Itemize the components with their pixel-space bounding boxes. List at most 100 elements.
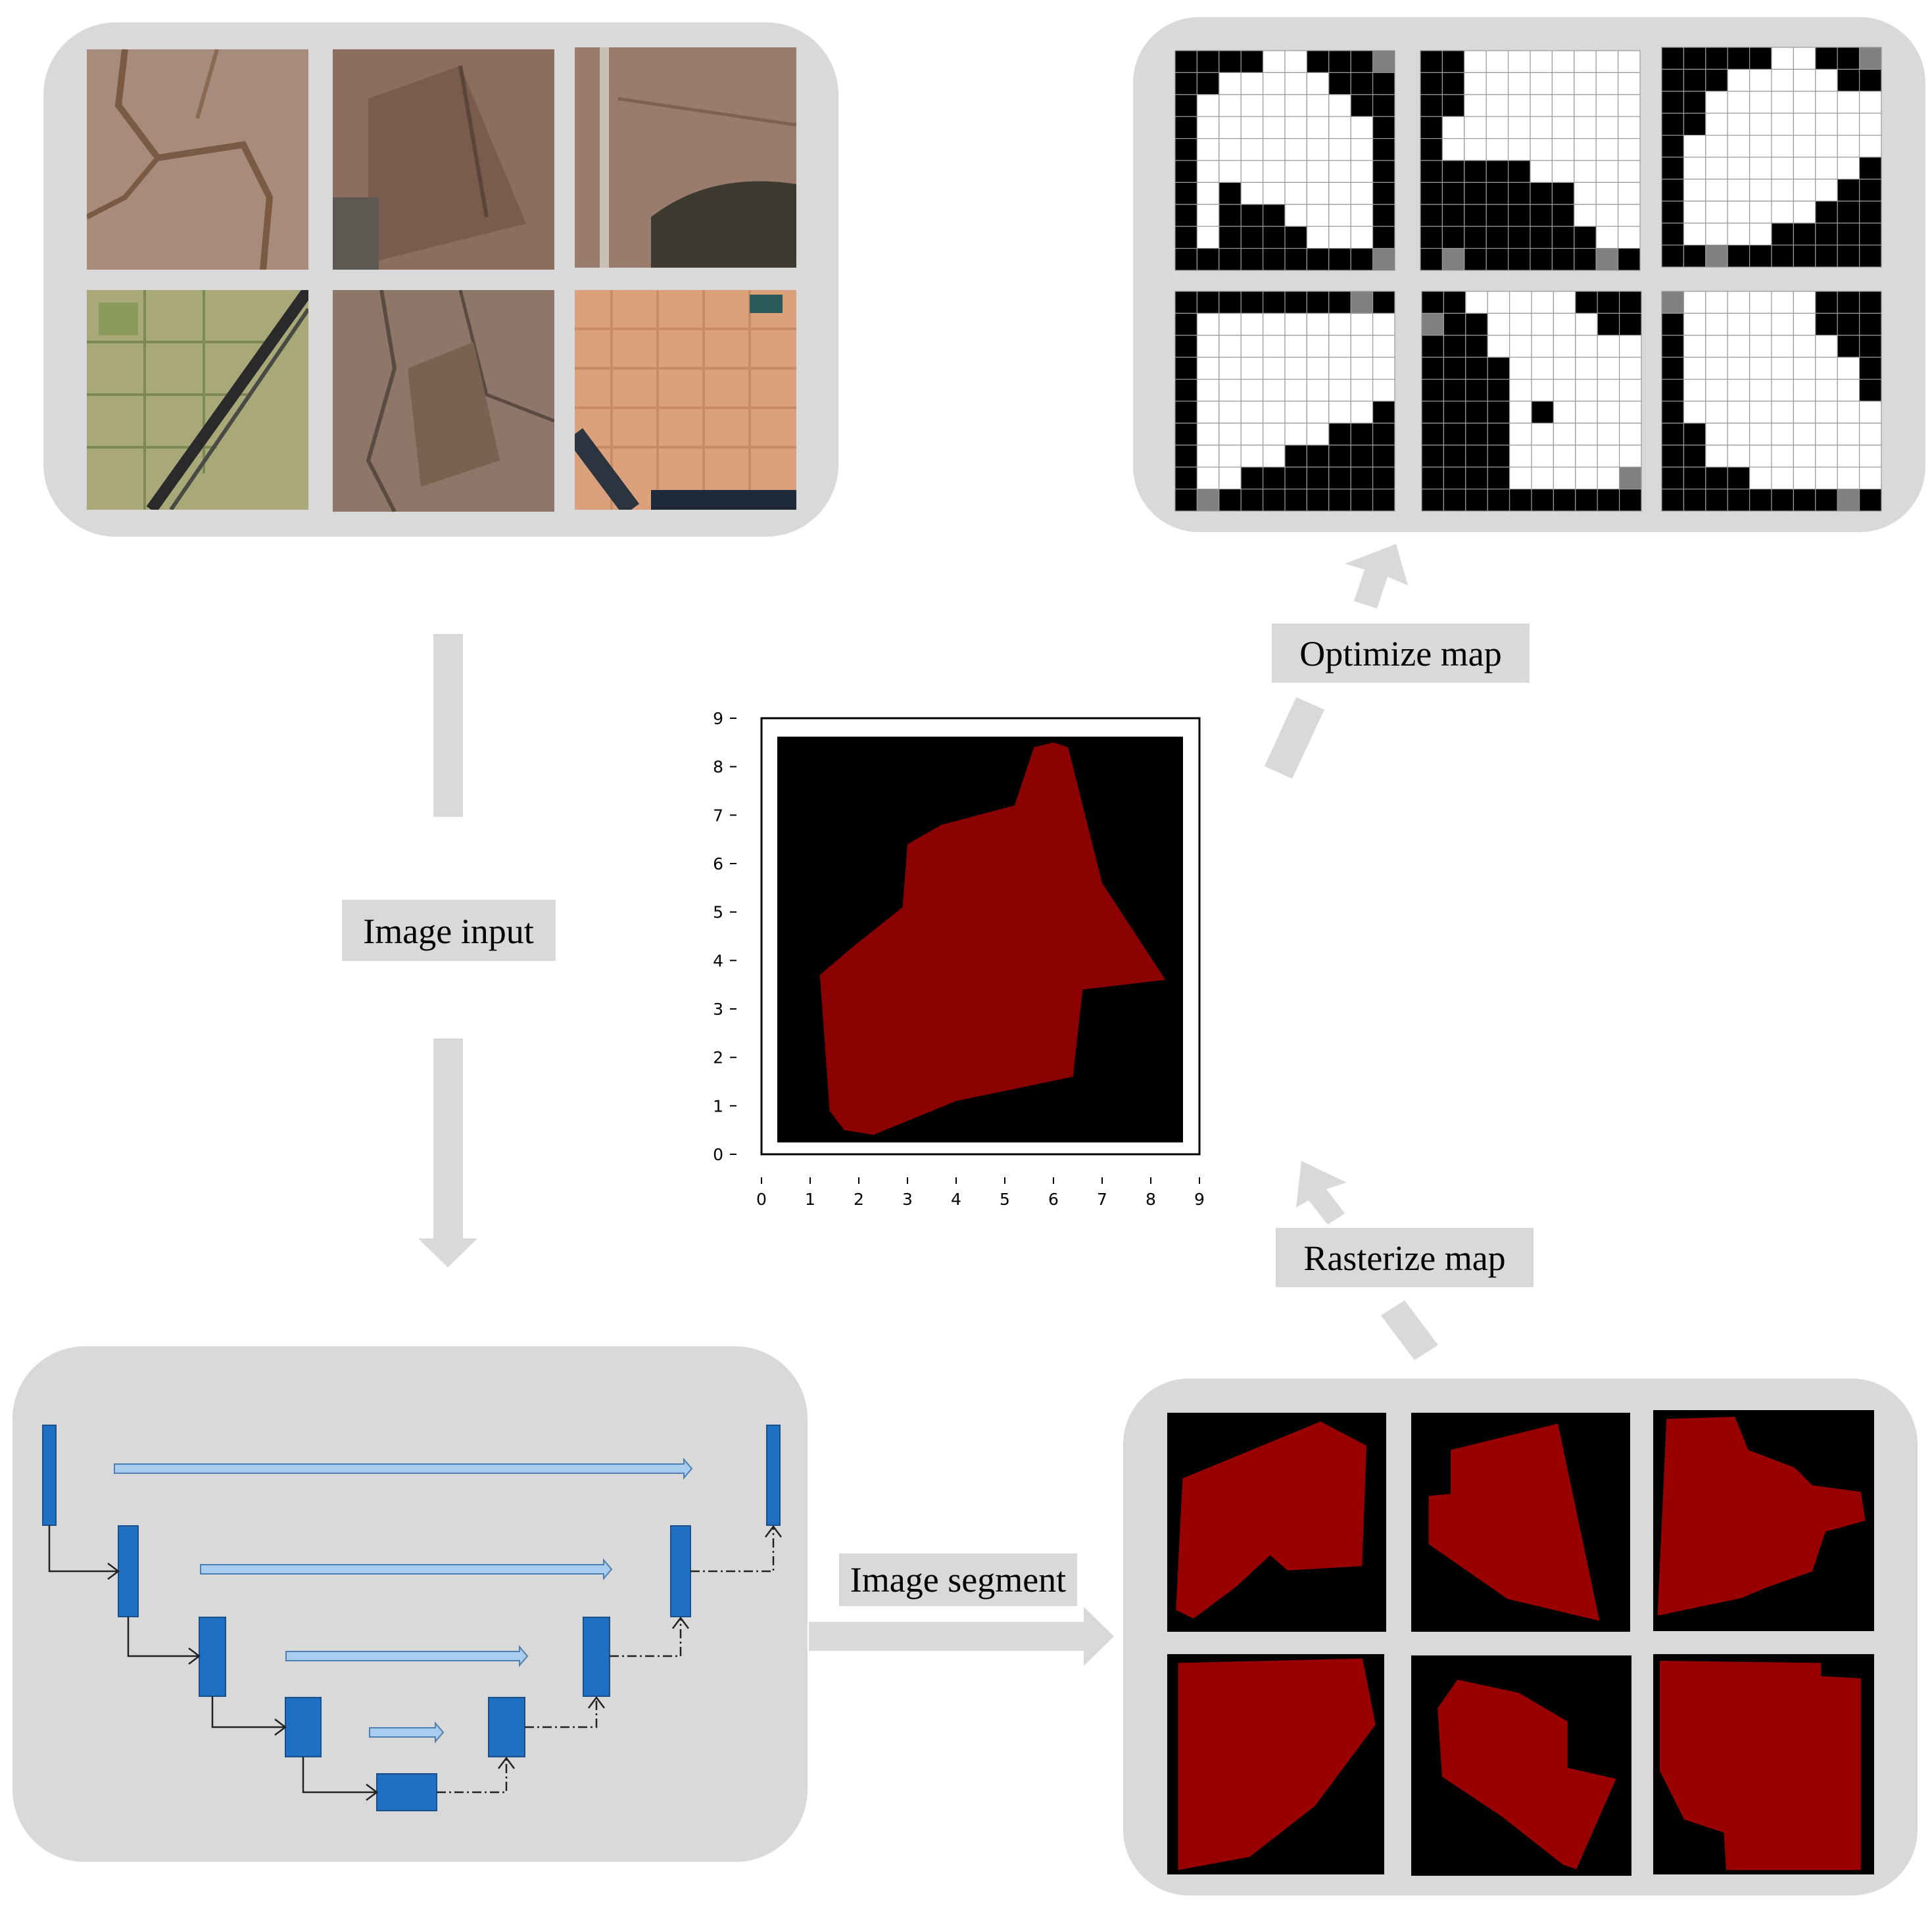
grid-cell bbox=[1262, 356, 1286, 380]
grid-cell bbox=[1219, 72, 1242, 95]
grid-cell bbox=[1661, 335, 1685, 358]
grid-cell bbox=[1508, 204, 1531, 227]
grid-cell bbox=[1464, 226, 1487, 249]
grid-cell bbox=[1262, 445, 1286, 468]
grid-cell bbox=[1350, 466, 1374, 490]
grid-cell bbox=[1575, 401, 1598, 424]
grid-cell bbox=[1793, 445, 1816, 468]
grid-cell bbox=[1595, 72, 1619, 95]
grid-cell bbox=[1350, 378, 1374, 402]
grid-cell bbox=[1661, 112, 1685, 136]
grid-cell bbox=[1661, 157, 1685, 180]
grid-cell bbox=[1508, 72, 1531, 95]
grid-cell bbox=[1749, 157, 1772, 180]
grid-cell bbox=[1771, 356, 1795, 380]
grid-cell bbox=[1749, 422, 1772, 446]
grid-cell bbox=[1661, 401, 1685, 424]
grid-cell bbox=[1350, 204, 1374, 227]
y-tick-label: 3 bbox=[713, 1000, 723, 1019]
grid-cell bbox=[1531, 356, 1555, 380]
grid-cell bbox=[1618, 248, 1641, 271]
y-tick-label: 4 bbox=[713, 951, 723, 970]
grid-cell bbox=[1262, 94, 1286, 117]
grid-cell bbox=[1597, 488, 1620, 512]
grid-cell bbox=[1240, 401, 1264, 424]
satellite-tile-2 bbox=[333, 49, 554, 270]
grid-cell bbox=[1771, 466, 1795, 490]
grid-cell bbox=[1837, 157, 1860, 180]
grid-cell bbox=[1174, 466, 1198, 490]
grid-cell bbox=[1306, 94, 1330, 117]
grid-cell bbox=[1328, 312, 1351, 336]
grid-cell bbox=[1420, 138, 1443, 161]
grid-cell bbox=[1661, 68, 1685, 92]
grid-cell bbox=[1508, 116, 1531, 139]
grid-cell bbox=[1262, 204, 1286, 227]
grid-cell bbox=[1597, 422, 1620, 446]
grid-cell bbox=[1487, 445, 1510, 468]
grid-cell bbox=[1306, 160, 1330, 183]
grid-cell bbox=[1487, 488, 1510, 512]
x-tick-label: 2 bbox=[854, 1190, 864, 1209]
grid-cell bbox=[1196, 94, 1220, 117]
segment-mask-5 bbox=[1411, 1655, 1631, 1876]
grid-cell bbox=[1551, 248, 1575, 271]
grid-cell bbox=[1837, 335, 1860, 358]
satellite-tiles bbox=[87, 47, 796, 512]
field-mask bbox=[1178, 1658, 1376, 1871]
grid-cell bbox=[1509, 356, 1532, 380]
grid-cell bbox=[1174, 335, 1198, 358]
grid-cell bbox=[1793, 47, 1816, 70]
grid-cell bbox=[1551, 226, 1575, 249]
grid-cell bbox=[1441, 116, 1465, 139]
grid-cell bbox=[1350, 248, 1374, 271]
grid-cell bbox=[1196, 182, 1220, 205]
grid-cell bbox=[1464, 116, 1487, 139]
rasterize-map-label: Rasterize map bbox=[1303, 1238, 1505, 1278]
grid-cell bbox=[1509, 445, 1532, 468]
grid-cell bbox=[1508, 226, 1531, 249]
grid-cell bbox=[1240, 335, 1264, 358]
grid-cell bbox=[1749, 466, 1772, 490]
grid-cell bbox=[1485, 182, 1509, 205]
grid-cell bbox=[1509, 466, 1532, 490]
grid-cell bbox=[1465, 356, 1488, 380]
grid-cell bbox=[1284, 378, 1308, 402]
grid-cell bbox=[1683, 112, 1706, 136]
grid-cell bbox=[1661, 91, 1685, 114]
grid-cell bbox=[1174, 248, 1198, 271]
grid-cell bbox=[1284, 50, 1308, 74]
grid-cell bbox=[1174, 160, 1198, 183]
step-labels: Image input Image segment Rasterize map … bbox=[342, 624, 1534, 1606]
field-mask bbox=[1657, 1417, 1866, 1616]
grid-cell bbox=[1859, 91, 1882, 114]
field-mask bbox=[1428, 1423, 1600, 1621]
grid-cell bbox=[1196, 335, 1220, 358]
grid-cell bbox=[1372, 488, 1395, 512]
grid-cell bbox=[1441, 204, 1465, 227]
grid-cell bbox=[1531, 445, 1555, 468]
grid-cell bbox=[1420, 160, 1443, 183]
x-tick-label: 8 bbox=[1146, 1190, 1156, 1209]
grid-cell bbox=[1619, 356, 1642, 380]
grid-cell bbox=[1196, 72, 1220, 95]
grid-cell bbox=[1328, 116, 1351, 139]
grid-cell bbox=[1575, 312, 1598, 336]
grid-cell bbox=[1284, 204, 1308, 227]
grid-cell bbox=[1661, 488, 1685, 512]
grid-cell bbox=[1350, 50, 1374, 74]
grid-cell bbox=[1705, 356, 1728, 380]
grid-cell bbox=[1240, 94, 1264, 117]
grid-cell bbox=[1859, 178, 1882, 202]
y-tick-label: 5 bbox=[713, 903, 723, 922]
grid-cell bbox=[1727, 112, 1751, 136]
optimized-grid-3 bbox=[1661, 47, 1882, 268]
optimized-grid-5 bbox=[1421, 291, 1642, 512]
y-tick-label: 1 bbox=[713, 1096, 723, 1115]
grid-cell bbox=[1174, 356, 1198, 380]
grid-cell bbox=[1661, 445, 1685, 468]
grid-cell bbox=[1815, 245, 1838, 268]
grid-cell bbox=[1837, 222, 1860, 246]
grid-cell bbox=[1420, 116, 1443, 139]
grid-cell bbox=[1771, 445, 1795, 468]
